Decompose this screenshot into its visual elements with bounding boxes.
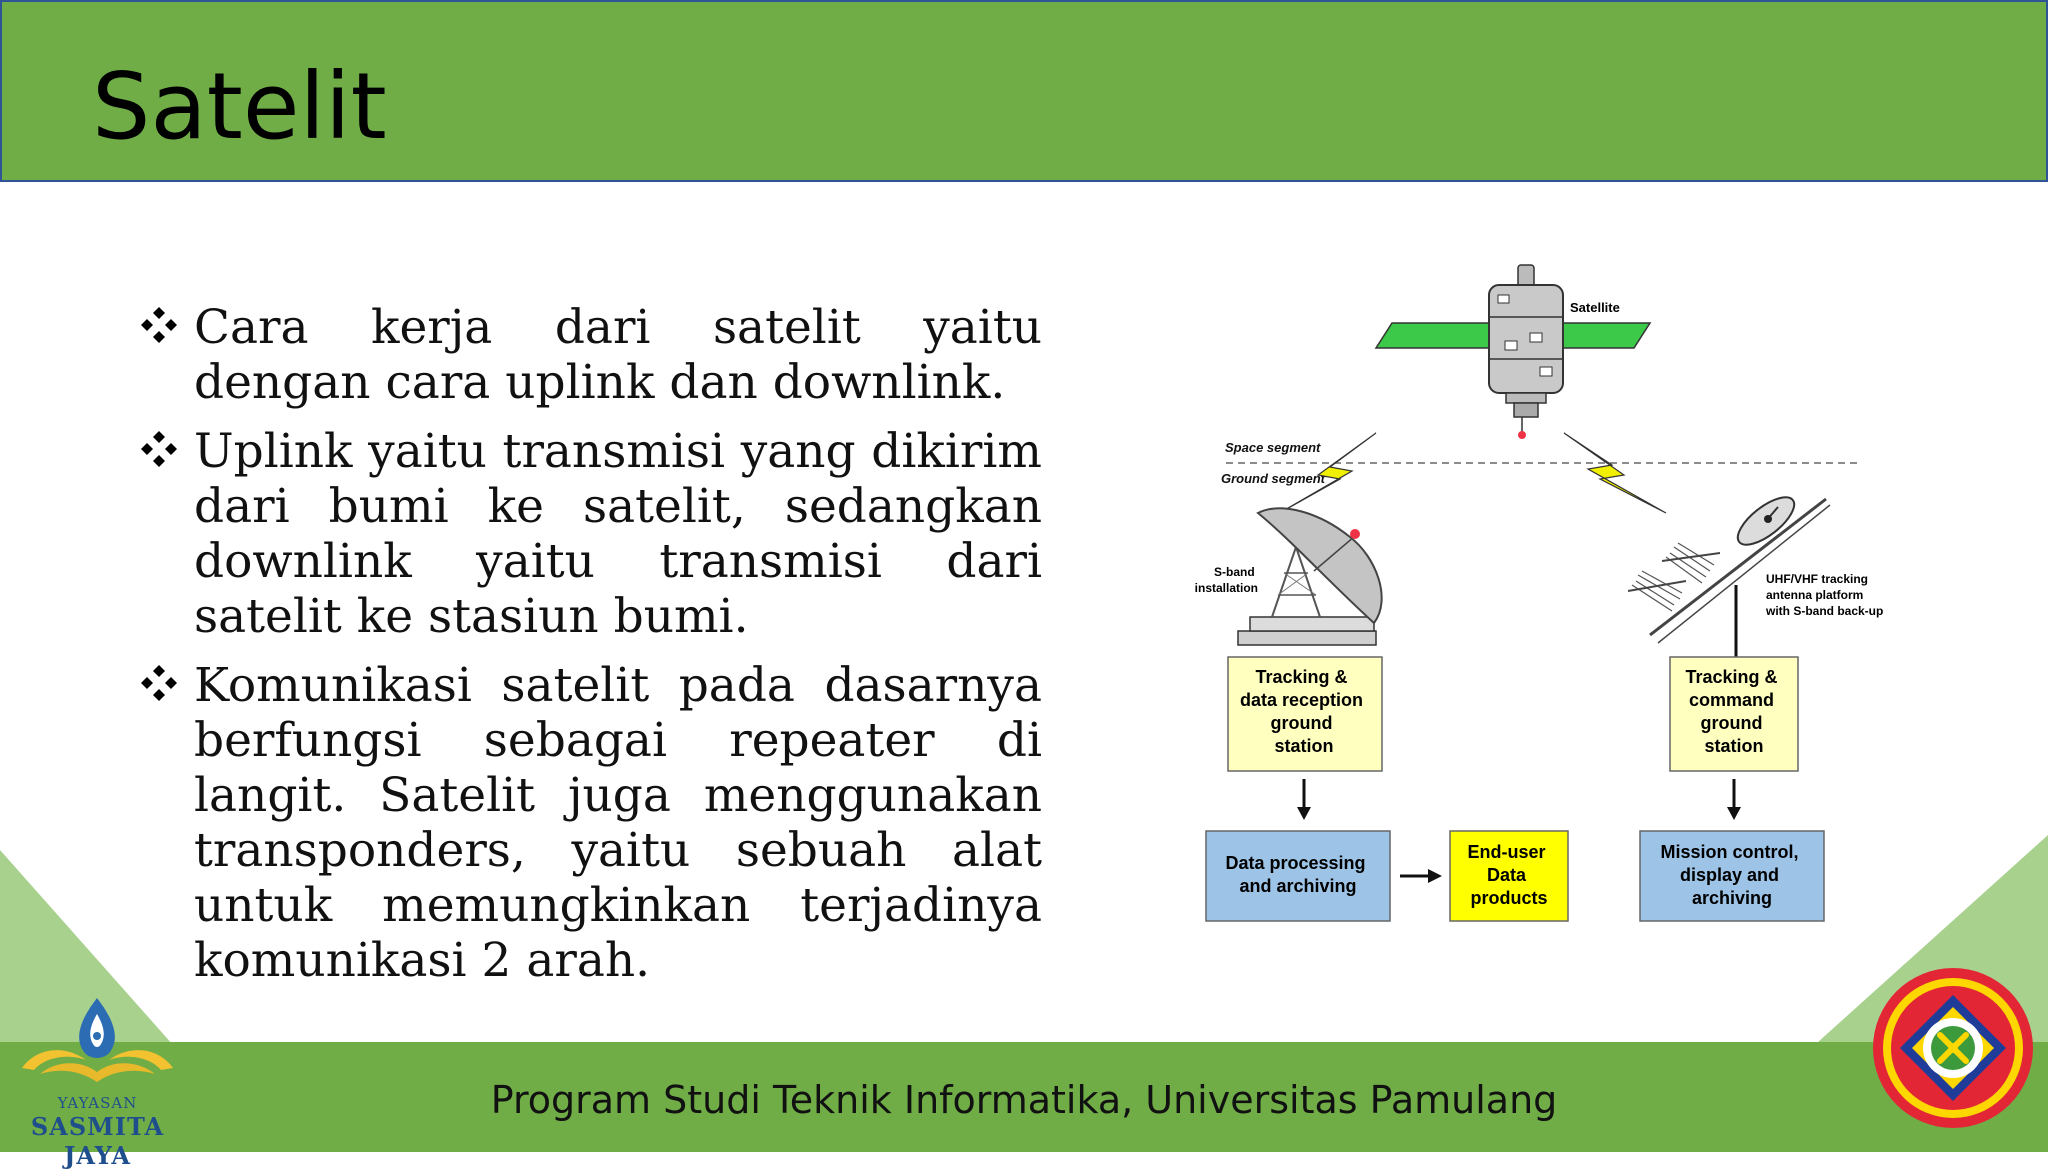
s-band-dish-icon [1237,507,1383,646]
tracking-data-reception-box [1227,656,1383,772]
box-line: Tracking & [1255,667,1347,687]
logo-left-line2: SASMITA JAYA [30,1112,165,1170]
tracking-command-box [1669,656,1799,772]
bullet-text: Cara kerja dari satelit yaitu dengan car… [194,300,1042,410]
mission-control-box [1639,830,1825,922]
footer-text: Program Studi Teknik Informatika, Univer… [490,1078,1558,1122]
unpam-logo-icon [1873,968,2033,1128]
uhf-vhf-antenna-icon [1627,496,1831,657]
downlink-lightning-icon [1563,432,1667,514]
bullet-item: Komunikasi satelit pada dasarnya berfung… [138,658,1042,988]
ground-segment-label: Ground segment [1221,471,1326,486]
uhf-vhf-label-line: with S-band back-up [1765,604,1883,618]
title-bar [0,0,2048,182]
satellite-label: Satellite [1570,300,1620,315]
bullet-text: Komunikasi satelit pada dasarnya berfung… [194,658,1042,988]
box-line: Data [1487,865,1527,885]
satellite-diagram: Satellite Space segment Ground segment S… [1195,264,1883,922]
four-diamond-bullet-icon [141,665,177,701]
end-user-products-box [1449,830,1569,922]
end-user-products-text: End-user Data products [1467,842,1550,908]
slide-title: Satelit [92,53,387,160]
s-band-label-line: S-band [1214,565,1255,579]
box-line: data reception [1240,690,1363,710]
logo-left-line1: YAYASAN [57,1094,138,1112]
four-diamond-bullet-icon [141,307,177,343]
box-line: products [1470,888,1547,908]
box-line: End-user [1467,842,1545,862]
box-line: Tracking & [1685,667,1777,687]
four-diamond-bullet-icon [141,431,177,467]
bullet-text: Uplink yaitu transmisi yang dikirim dari… [194,424,1042,644]
box-line: archiving [1692,888,1772,908]
box-line: display and [1680,865,1779,885]
data-processing-box [1205,830,1391,922]
box-line: Data processing [1225,853,1365,873]
space-segment-label: Space segment [1225,440,1321,455]
box-line: Mission control, [1660,842,1798,862]
uhf-vhf-label: UHF/VHF tracking antenna platform with S… [1765,572,1883,618]
box-line: and archiving [1239,876,1356,896]
uhf-vhf-label-line: antenna platform [1766,588,1863,602]
box-line: command [1689,690,1774,710]
box-line: station [1274,736,1333,756]
mission-control-text: Mission control, display and archiving [1660,842,1803,908]
box-line: ground [1701,713,1763,733]
footer-bar [0,1042,2048,1152]
bullet-list: Cara kerja dari satelit yaitu dengan car… [138,300,1042,1002]
sasmita-jaya-logo-icon [22,998,173,1082]
flow-arrows [1297,779,1741,883]
box-line: ground [1271,713,1333,733]
box-line: station [1704,736,1763,756]
bullet-item: Uplink yaitu transmisi yang dikirim dari… [138,424,1042,644]
tracking-command-text: Tracking & command ground station [1685,667,1782,756]
tracking-data-reception-text: Tracking & data reception ground station [1240,667,1368,756]
satellite-icon [1374,264,1652,439]
data-processing-text: Data processing and archiving [1225,853,1370,896]
uhf-vhf-label-line: UHF/VHF tracking [1766,572,1868,586]
s-band-label: S-band installation [1195,565,1258,595]
bullet-item: Cara kerja dari satelit yaitu dengan car… [138,300,1042,410]
s-band-label-line: installation [1195,581,1258,595]
